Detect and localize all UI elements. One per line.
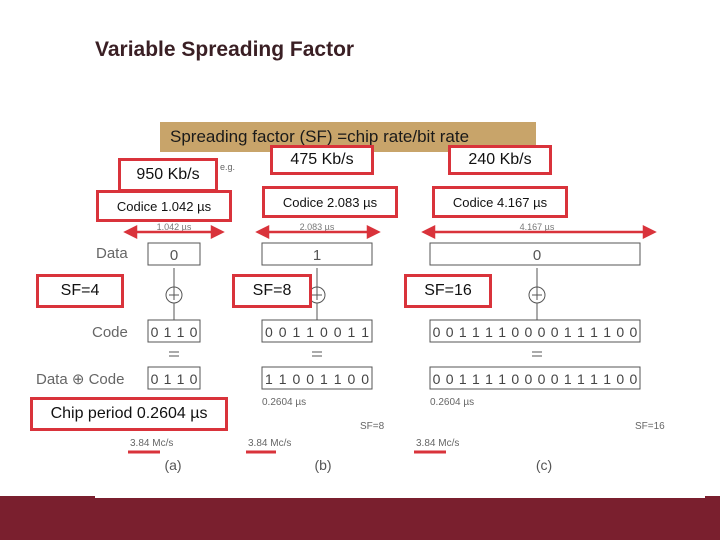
panel-a-chiprate: 3.84 Mc/s [130, 438, 173, 449]
panel-b-code-chip: 0 [265, 324, 273, 340]
panel-b-code-chip: 1 [292, 324, 300, 340]
panel-a-code-chip: 1 [177, 324, 185, 340]
panel-a-code-chip: 0 [151, 324, 159, 340]
panel-b-result-chip: 1 [279, 371, 287, 387]
panel-b-chip-dim: 0.2604 µs [262, 397, 306, 408]
panel-a-result-chip: 0 [151, 371, 159, 387]
panel-c-result-chip: 1 [459, 371, 467, 387]
panel-b-code-chip: 1 [347, 324, 355, 340]
panel-a-code-box [147, 319, 201, 343]
panel-b-chiprate: 3.84 Mc/s [248, 438, 291, 449]
panel-b-result-chip: 1 [265, 371, 273, 387]
panel-b-code-chip: 1 [361, 324, 369, 340]
panel-c-data-box [429, 242, 641, 266]
panel-a-label: (a) [164, 457, 181, 473]
row-label-code: Code [92, 324, 128, 341]
panel-c-result-chip: 0 [433, 371, 441, 387]
panel-b-sf-label: SF=8 [360, 421, 385, 432]
panel-b-code-box [261, 319, 373, 343]
panel-b-code-chip: 1 [306, 324, 314, 340]
panel-a-result-chip: 1 [164, 371, 172, 387]
panel-c-result-chip: 0 [616, 371, 624, 387]
panel-c-code-chip: 0 [630, 324, 638, 340]
panel-b-code-chip: 0 [320, 324, 328, 340]
panel-a-code-chip: 1 [164, 324, 172, 340]
panel-b-code-chip: 0 [279, 324, 287, 340]
panel-b-result-box [261, 366, 373, 390]
footer-separator [95, 484, 705, 498]
panel-b-data-bit: 1 [313, 247, 321, 264]
panel-c-code-chip: 0 [538, 324, 546, 340]
panel-c-code-chip: 0 [446, 324, 454, 340]
panel-b-result-chip: 0 [361, 371, 369, 387]
panel-c-code-chip: 1 [564, 324, 572, 340]
panel-c-result-chip: 0 [630, 371, 638, 387]
panel-a-result-chip: 0 [190, 371, 198, 387]
panel-b-code-chip: 0 [334, 324, 342, 340]
panel-c-result-chip: 1 [472, 371, 480, 387]
eg-label: e.g. [220, 162, 235, 172]
panel-c-result-chip: 0 [511, 371, 519, 387]
panel-b-data-box [261, 242, 373, 266]
panel-c-result-chip: 1 [485, 371, 493, 387]
panel-b-result-chip: 1 [334, 371, 342, 387]
panel-c-result-chip: 0 [525, 371, 533, 387]
panel-c-code-chip: 0 [433, 324, 441, 340]
panel-a-result-chip: 1 [177, 371, 185, 387]
panel-c-code-chip: 1 [498, 324, 506, 340]
panel-b-result-chip: 0 [292, 371, 300, 387]
sf8-box: SF=8 [232, 274, 312, 308]
rate-240-box: 240 Kb/s [448, 145, 552, 175]
panel-a-data-bit: 0 [170, 247, 178, 264]
panel-c-result-chip: 0 [446, 371, 454, 387]
panel-c-code-chip: 1 [590, 324, 598, 340]
panel-c-result-chip: 1 [590, 371, 598, 387]
panel-b-result-chip: 0 [306, 371, 314, 387]
panel-c-sf-label: SF=16 [635, 421, 665, 432]
panel-a-result-box [147, 366, 201, 390]
panel-c-code-chip: 0 [551, 324, 559, 340]
panel-a-data-box [147, 242, 201, 266]
panel-c-result-chip: 1 [577, 371, 585, 387]
footer-band [0, 496, 720, 540]
sf4-box: SF=4 [36, 274, 124, 308]
panel-c-result-chip: 1 [498, 371, 506, 387]
panel-c-code-chip: 0 [525, 324, 533, 340]
chip-period-box: Chip period 0.2604 µs [30, 397, 228, 431]
panel-c-code-chip: 0 [511, 324, 519, 340]
panel-b-result-chip: 1 [320, 371, 328, 387]
panel-c-code-chip: 1 [485, 324, 493, 340]
panel-c-chiprate: 3.84 Mc/s [416, 438, 459, 449]
panel-c-chip-dim: 0.2604 µs [430, 397, 474, 408]
rate-950-box: 950 Kb/s [118, 158, 218, 192]
panel-b-bit-duration: 2.083 µs [300, 222, 335, 232]
panel-c-code-chip: 1 [459, 324, 467, 340]
panel-c-code-chip: 1 [472, 324, 480, 340]
panel-c-code-chip: 1 [603, 324, 611, 340]
rate-475-box: 475 Kb/s [270, 145, 374, 175]
codice-2-box: Codice 2.083 µs [262, 186, 398, 218]
panel-c-result-chip: 0 [551, 371, 559, 387]
codice-3-box: Codice 4.167 µs [432, 186, 568, 218]
panel-b-result-chip: 0 [347, 371, 355, 387]
page-title: Variable Spreading Factor [95, 38, 355, 61]
panel-c-result-chip: 0 [538, 371, 546, 387]
panel-c-bit-duration: 4.167 µs [520, 222, 555, 232]
panel-c-code-box [429, 319, 641, 343]
panel-a-bit-duration: 1.042 µs [157, 222, 192, 232]
panel-c-result-box [429, 366, 641, 390]
panel-a-code-chip: 0 [190, 324, 198, 340]
panel-c-data-bit: 0 [533, 247, 541, 264]
panel-c-result-chip: 1 [564, 371, 572, 387]
sf16-box: SF=16 [404, 274, 492, 308]
row-label-xor: Data ⊕ Code [36, 371, 124, 388]
panel-b-label: (b) [314, 457, 331, 473]
panel-c-code-chip: 1 [577, 324, 585, 340]
panel-c-code-chip: 0 [616, 324, 624, 340]
row-label-data: Data [96, 245, 128, 262]
codice-1-box: Codice 1.042 µs [96, 190, 232, 222]
panel-c-label: (c) [536, 457, 552, 473]
panel-c-result-chip: 1 [603, 371, 611, 387]
